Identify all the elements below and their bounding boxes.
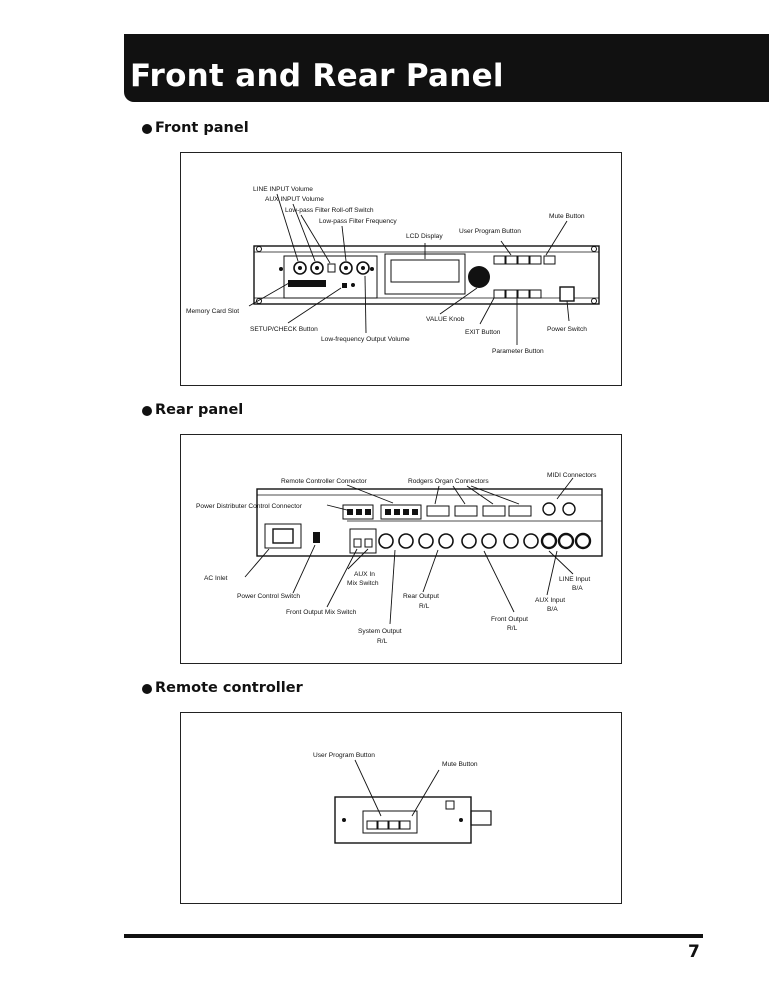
power-control-switch[interactable] xyxy=(313,532,320,543)
power-control-switch-label: Power Control Switch xyxy=(237,593,300,600)
line-input-knob[interactable] xyxy=(293,261,307,275)
midi-connectors[interactable] xyxy=(542,502,576,516)
line-input-ba-label: B/A xyxy=(572,585,583,592)
power-switch[interactable] xyxy=(559,286,575,302)
low-frequency-knob[interactable] xyxy=(356,261,370,275)
bullet-icon xyxy=(142,684,152,694)
memory-card-slot-label: Memory Card Slot xyxy=(186,308,239,315)
power-switch-label: Power Switch xyxy=(547,326,587,333)
setup-check-label: SETUP/CHECK Button xyxy=(250,326,318,333)
section-heading-remote: Remote controller xyxy=(155,680,303,696)
mute-button-label: Mute Button xyxy=(549,213,585,220)
value-knob-label: VALUE Knob xyxy=(426,316,465,323)
input-jacks[interactable] xyxy=(540,532,592,550)
remote-controller-figure: User Program Button Mute Button xyxy=(180,712,622,904)
midi-connectors-label: MIDI Connectors xyxy=(547,472,597,479)
section-heading-front: Front panel xyxy=(155,120,249,136)
indicator-led xyxy=(351,283,355,287)
lcd-display-label: LCD Display xyxy=(406,233,443,240)
setup-check-button[interactable] xyxy=(342,283,347,288)
power-distributer-connector[interactable] xyxy=(342,504,374,520)
rolloff-switch[interactable] xyxy=(327,263,336,273)
aux-input-ba-label: B/A xyxy=(547,606,558,613)
title-bar xyxy=(124,34,769,102)
remote-user-program-buttons[interactable] xyxy=(366,820,411,830)
remote-mute-button[interactable] xyxy=(445,800,455,810)
mix-switch-label: Mix Switch xyxy=(347,580,379,587)
remote-unit-body xyxy=(334,796,492,844)
lpf-rolloff-label: Low-pass Filter Roll-off Switch xyxy=(285,207,374,214)
rear-panel-diagram: Remote Controller Connector Rodgers Orga… xyxy=(196,472,603,645)
remote-mute-label: Mute Button xyxy=(442,761,478,768)
callout-lines xyxy=(354,759,440,817)
memory-card-slot[interactable] xyxy=(288,280,326,287)
callout-lines xyxy=(244,477,574,625)
front-panel-figure: LINE INPUT Volume AUX INPUT Volume Low-p… xyxy=(180,152,622,386)
rear-output-label: Rear Output xyxy=(403,593,439,600)
exit-button-label: EXIT Button xyxy=(465,329,501,336)
front-output-mix-switch[interactable] xyxy=(353,538,362,548)
user-program-button-label: User Program Button xyxy=(459,228,521,235)
page-number: 7 xyxy=(688,942,700,962)
system-output-rl-label: R/L xyxy=(377,638,388,645)
low-freq-output-label: Low-frequency Output Volume xyxy=(321,336,410,343)
section-heading-rear: Rear panel xyxy=(155,402,244,418)
bullet-icon xyxy=(142,124,152,134)
mute-button[interactable] xyxy=(543,255,556,265)
line-input-volume-label: LINE INPUT Volume xyxy=(253,186,313,193)
lpf-frequency-label: Low-pass Filter Frequency xyxy=(319,218,397,225)
front-panel-diagram: LINE INPUT Volume AUX INPUT Volume Low-p… xyxy=(186,186,600,355)
rodgers-organ-connectors[interactable] xyxy=(426,505,532,517)
rear-panel-figure: Remote Controller Connector Rodgers Orga… xyxy=(180,434,622,664)
aux-input-knob[interactable] xyxy=(310,261,324,275)
remote-user-program-label: User Program Button xyxy=(313,752,375,759)
remote-controller-diagram: User Program Button Mute Button xyxy=(313,752,492,844)
front-output-mix-switch-label: Front Output Mix Switch xyxy=(286,609,357,616)
rodgers-organ-connectors-label: Rodgers Organ Connectors xyxy=(408,478,489,485)
page-title: Front and Rear Panel xyxy=(130,58,504,94)
aux-input-label: AUX Input xyxy=(535,597,565,604)
bullet-icon xyxy=(142,406,152,416)
user-program-buttons[interactable] xyxy=(493,255,542,265)
ac-inlet-label: AC Inlet xyxy=(204,575,228,582)
front-output-rl-label: R/L xyxy=(507,625,518,632)
output-jacks[interactable] xyxy=(378,533,539,549)
aux-in-label: AUX In xyxy=(354,571,375,578)
rear-output-rl-label: R/L xyxy=(419,603,430,610)
rear-unit-body xyxy=(256,488,603,557)
value-knob[interactable] xyxy=(468,266,490,288)
lpf-frequency-knob[interactable] xyxy=(339,261,353,275)
remote-controller-connector-label: Remote Controller Connector xyxy=(281,478,368,485)
parameter-buttons[interactable] xyxy=(493,289,542,299)
lcd-display xyxy=(390,259,460,283)
system-output-label: System Output xyxy=(358,628,402,635)
aux-in-mix-switch[interactable] xyxy=(364,538,373,548)
aux-input-volume-label: AUX INPUT Volume xyxy=(265,196,324,203)
footer-rule xyxy=(124,934,703,938)
remote-controller-connector[interactable] xyxy=(380,504,422,520)
front-output-label: Front Output xyxy=(491,616,528,623)
line-input-label: LINE Input xyxy=(559,576,590,583)
parameter-button-label: Parameter Button xyxy=(492,348,544,355)
power-distributer-label: Power Distributer Control Connector xyxy=(196,503,303,510)
callout-lines xyxy=(248,193,570,345)
ac-inlet[interactable] xyxy=(264,523,302,549)
